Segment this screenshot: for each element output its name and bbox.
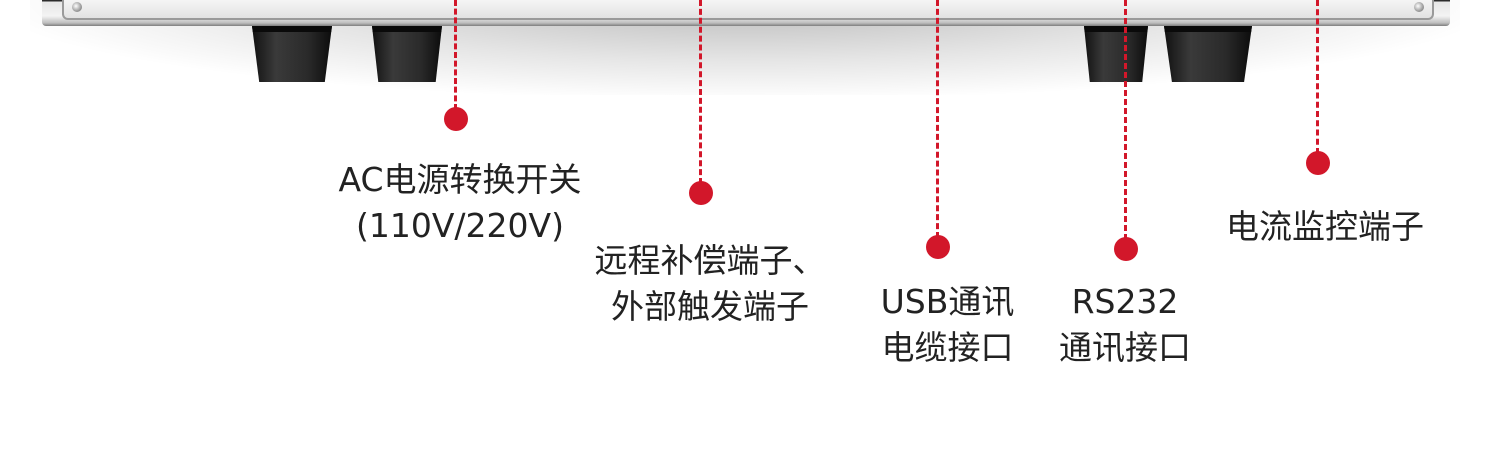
screw-right	[1414, 2, 1424, 12]
marker-remote-terminals	[689, 181, 713, 205]
leader-line-usb	[936, 0, 939, 238]
device-foot-1	[252, 26, 332, 82]
marker-ac-switch	[444, 107, 468, 131]
leader-line-remote-terminals	[699, 0, 702, 184]
label-rs232-line-2: 通讯接口	[1059, 328, 1191, 367]
device-foot-4	[1164, 26, 1252, 82]
marker-current-monitor	[1306, 151, 1330, 175]
screw-left	[72, 2, 82, 12]
label-usb: USB通讯 电缆接口	[860, 279, 1035, 371]
leader-line-rs232	[1124, 0, 1127, 240]
label-rs232-line-1: RS232	[1071, 282, 1179, 321]
label-remote-terminals-line-1: 远程补偿端子、	[594, 241, 826, 280]
label-rs232: RS232 通讯接口	[1040, 279, 1210, 371]
label-ac-switch-line-1: AC电源转换开关	[338, 160, 582, 199]
label-ac-switch-line-2: (110V/220V)	[356, 206, 564, 245]
label-remote-terminals: 远程补偿端子、 外部触发端子	[570, 238, 850, 330]
marker-rs232	[1114, 237, 1138, 261]
label-usb-line-2: 电缆接口	[881, 328, 1014, 367]
marker-usb	[926, 235, 950, 259]
label-remote-terminals-line-2: 外部触发端子	[611, 287, 809, 326]
device-foot-3	[1084, 26, 1148, 82]
device-foot-2	[372, 26, 442, 82]
label-current-monitor-line-1: 电流监控端子	[1226, 207, 1424, 246]
device-front-panel	[62, 0, 1434, 20]
leader-line-current-monitor	[1316, 0, 1319, 154]
leader-line-ac-switch	[454, 0, 457, 110]
label-ac-switch: AC电源转换开关 (110V/220V)	[310, 157, 610, 249]
label-current-monitor: 电流监控端子	[1200, 204, 1450, 250]
label-usb-line-1: USB通讯	[880, 282, 1015, 321]
